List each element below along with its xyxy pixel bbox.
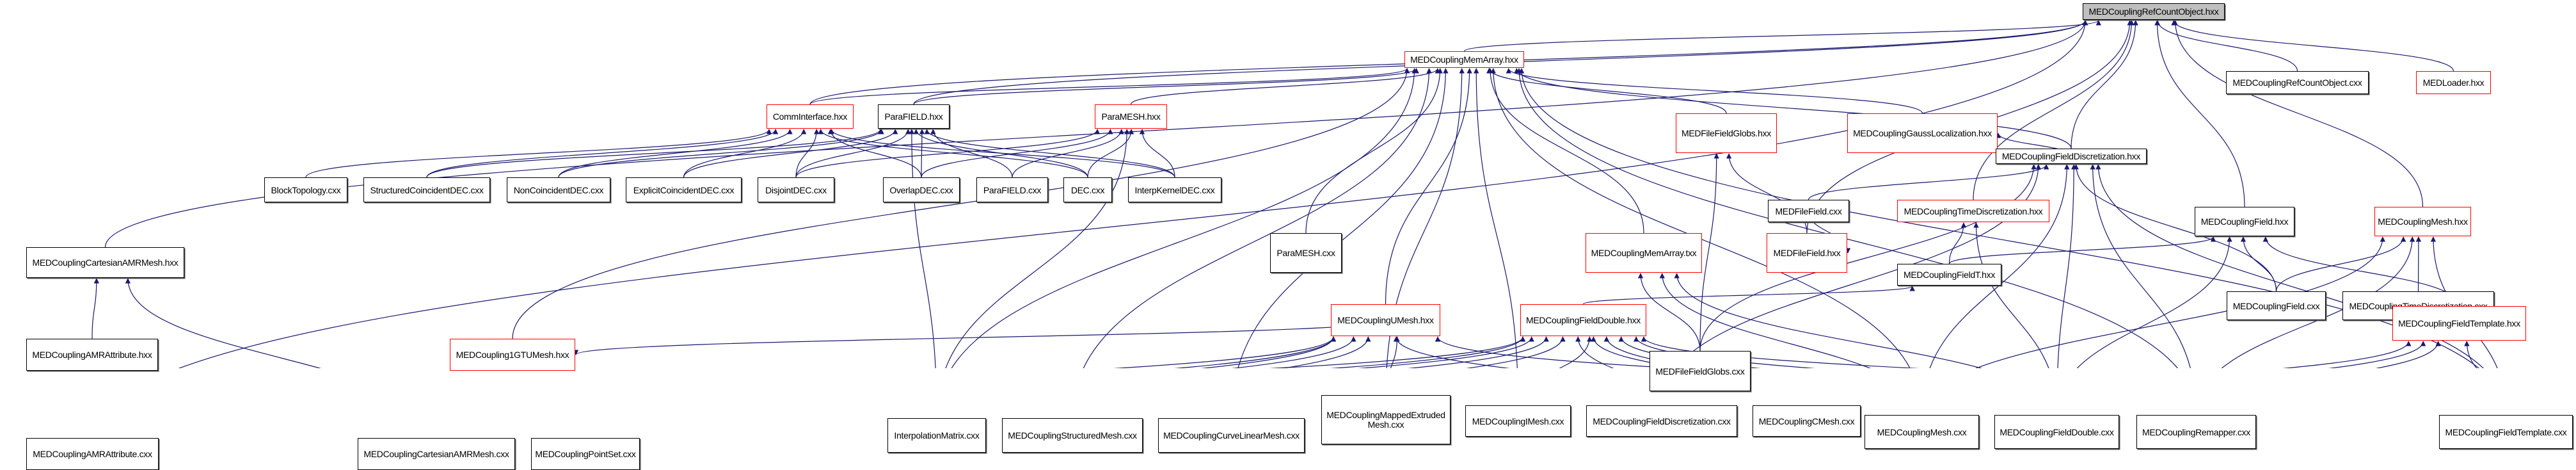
- graph-node-mappedext[interactable]: MEDCouplingMappedExtruded Mesh.cxx: [1321, 395, 1451, 444]
- edge-parameshcxx-to-memarray: [1306, 69, 1440, 233]
- graph-node-fieldh[interactable]: MEDCouplingField.hxx: [2195, 207, 2294, 236]
- graph-node-meshcxx[interactable]: MEDCouplingMesh.cxx: [1864, 415, 1979, 449]
- edge-medloader-to-root: [2174, 20, 2453, 71]
- edge-fielddoubleh-to-fieldth: [1584, 286, 1912, 304]
- graph-node-explicit[interactable]: ExplicitCoincidentDEC.cxx: [626, 177, 742, 202]
- edge-interpmatrix-to-parameshh: [937, 129, 1127, 368]
- graph-node-fieldcxx[interactable]: MEDCouplingField.cxx: [2227, 291, 2326, 320]
- edge-fieldtemplatecxx-to-fieldtemplateh: [2467, 341, 2506, 368]
- graph-node-dec[interactable]: DEC.cxx: [1063, 177, 1112, 202]
- edge-interpmatrix-to-umeshh: [937, 337, 1353, 368]
- edge-refcxx-to-root: [2158, 20, 2298, 71]
- edge-parafieldcxx-to-parameshh: [1012, 129, 1122, 177]
- edge-structmesh-to-umeshh: [1072, 337, 1368, 368]
- graph-node-pointset[interactable]: MEDCouplingPointSet.cxx: [531, 438, 640, 470]
- graph-node-comm[interactable]: CommInterface.hxx: [767, 104, 854, 129]
- edge-structdec-to-parafieldh: [427, 129, 880, 177]
- edge-amrattrcxx-to-umeshh: [93, 337, 1334, 368]
- edge-interpmatrix-to-parafieldh: [912, 129, 937, 368]
- edge-umeshh-to-gtumeshh: [576, 320, 1386, 355]
- graph-node-fieldth[interactable]: MEDCouplingFieldT.hxx: [1897, 264, 2001, 286]
- edge-fieldth-to-fieldh: [1950, 237, 2214, 264]
- edge-interpk-to-parameshh: [1142, 129, 1175, 177]
- edge-fielddoublecxx-to-fieldtemplateh: [2057, 341, 2424, 368]
- graph-node-interpmatrix[interactable]: InterpolationMatrix.cxx: [887, 418, 986, 453]
- graph-node-gauss[interactable]: MEDCouplingGaussLocalization.hxx: [1847, 113, 1998, 153]
- graph-node-fielddiscrh[interactable]: MEDCouplingFieldDiscretization.hxx: [1996, 149, 2147, 164]
- graph-node-timediscrh[interactable]: MEDCouplingTimeDiscretization.hxx: [1897, 200, 2049, 222]
- graph-node-overlap[interactable]: OverlapDEC.cxx: [883, 177, 960, 202]
- graph-node-filefieldh[interactable]: MEDFileField.hxx: [1767, 233, 1847, 273]
- graph-node-fielddoubleh[interactable]: MEDCouplingFieldDouble.hxx: [1520, 304, 1646, 336]
- edge-memarray-to-root: [1465, 20, 2099, 51]
- graph-node-meshh[interactable]: MEDCouplingMesh.hxx: [2374, 207, 2471, 236]
- graph-node-fieldtemplatecxx[interactable]: MEDCouplingFieldTemplate.cxx: [2439, 415, 2573, 449]
- edge-remapper-to-fieldtemplateh: [2197, 341, 2438, 368]
- edge-umeshh-to-memarray: [1386, 69, 1470, 304]
- edge-fieldh-to-root: [2157, 20, 2245, 207]
- graph-node-amrattrcxx[interactable]: MEDCouplingAMRAttribute.cxx: [26, 438, 159, 470]
- edge-cartamrcxx-to-fielddoubleh: [436, 337, 1523, 368]
- edge-fieldth-to-timediscrh: [1950, 223, 1964, 264]
- graph-node-fielddoublecxx[interactable]: MEDCouplingFieldDouble.cxx: [1994, 415, 2119, 449]
- edge-imesh-to-memarray: [1476, 69, 1518, 368]
- graph-node-amrattrh[interactable]: MEDCouplingAMRAttribute.hxx: [26, 339, 158, 371]
- edge-parafieldh-to-memarray: [914, 69, 1417, 104]
- graph-node-memarraytxx[interactable]: MEDCouplingMemArray.txx: [1586, 233, 1702, 273]
- edge-gauss-to-memarray: [1509, 69, 1923, 113]
- edge-fielddoublecxx-to-fielddiscrh: [2057, 165, 2074, 368]
- edge-explicit-to-comm: [684, 129, 804, 177]
- edge-filefieldglobscxx-to-memarraytxx: [1641, 273, 1700, 351]
- edge-timediscrh-to-root: [1973, 20, 2131, 200]
- graph-node-refcxx[interactable]: MEDCouplingRefCountObject.cxx: [2226, 71, 2369, 94]
- graph-node-gtumeshh[interactable]: MEDCoupling1GTUMesh.hxx: [450, 339, 575, 371]
- graph-node-medloader[interactable]: MEDLoader.hxx: [2416, 71, 2491, 94]
- graph-node-umeshh[interactable]: MEDCouplingUMesh.hxx: [1331, 304, 1440, 336]
- edge-cartamrcxx-to-cartamrh: [128, 279, 436, 368]
- graph-node-parameshcxx[interactable]: ParaMESH.cxx: [1270, 233, 1342, 273]
- edge-disjoint-to-parafieldh: [796, 129, 908, 177]
- graph-node-cmesh[interactable]: MEDCouplingCMesh.cxx: [1753, 405, 1861, 437]
- edge-filefieldcxx-to-fielddiscrh: [1809, 165, 2047, 200]
- graph-node-root: MEDCouplingRefCountObject.hxx: [2083, 3, 2225, 20]
- edge-parameshh-to-memarray: [1131, 69, 1438, 104]
- edge-memarraytxx-to-memarray: [1490, 69, 1644, 233]
- edge-filefieldglobscxx-to-fielddiscrh: [1700, 165, 2034, 351]
- edge-meshh-to-root: [2175, 20, 2423, 207]
- graph-node-disjoint[interactable]: DisjointDEC.cxx: [758, 177, 834, 202]
- edge-comm-to-memarray: [810, 69, 1407, 104]
- graph-node-remapper[interactable]: MEDCouplingRemapper.cxx: [2136, 415, 2256, 449]
- edge-filefieldglobscxx-to-filefieldglobsh: [1700, 154, 1717, 351]
- edge-blocktopo-to-comm: [306, 129, 769, 177]
- graph-node-fielddiscrcxx[interactable]: MEDCouplingFieldDiscretization.cxx: [1586, 405, 1737, 437]
- edge-amrattrh-to-cartamrh: [92, 279, 97, 339]
- graph-node-filefieldglobscxx[interactable]: MEDFileFieldGlobs.cxx: [1650, 351, 1751, 391]
- edge-noncoin-to-comm: [559, 129, 790, 177]
- edge-fieldcxx-to-fieldh: [2243, 237, 2277, 291]
- edge-fieldcxx-to-meshh: [2277, 237, 2404, 291]
- graph-node-filefieldglobsh[interactable]: MEDFileFieldGlobs.hxx: [1676, 113, 1777, 153]
- graph-node-noncoin[interactable]: NonCoincidentDEC.cxx: [507, 177, 610, 202]
- graph-node-fieldtemplateh[interactable]: MEDCouplingFieldTemplate.hxx: [2392, 306, 2526, 341]
- graph-node-parafieldh[interactable]: ParaFIELD.hxx: [878, 104, 950, 129]
- graph-node-structdec[interactable]: StructuredCoincidentDEC.cxx: [363, 177, 490, 202]
- edge-gtumeshh-to-memarray: [513, 69, 1407, 339]
- graph-node-parameshh[interactable]: ParaMESH.hxx: [1095, 104, 1167, 129]
- edge-meshcxx-to-fieldtemplateh: [1922, 341, 2409, 368]
- graph-node-memarray[interactable]: MEDCouplingMemArray.hxx: [1404, 51, 1524, 68]
- graph-node-parafieldcxx[interactable]: ParaFIELD.cxx: [976, 177, 1048, 202]
- graph-node-filefieldcxx[interactable]: MEDFileField.cxx: [1768, 200, 1849, 222]
- graph-node-interpk[interactable]: InterpKernelDEC.cxx: [1128, 177, 1221, 202]
- graph-node-curvelinear[interactable]: MEDCouplingCurveLinearMesh.cxx: [1158, 418, 1305, 453]
- edge-remapper-to-fielddiscrh: [2093, 165, 2197, 368]
- graph-node-imesh[interactable]: MEDCouplingIMesh.cxx: [1465, 405, 1571, 437]
- graph-node-blocktopo[interactable]: BlockTopology.cxx: [264, 177, 347, 202]
- edge-noncoin-to-parafieldh: [559, 129, 882, 177]
- graph-node-cartamrh[interactable]: MEDCouplingCartesianAMRMesh.hxx: [26, 247, 184, 278]
- graph-node-structmesh[interactable]: MEDCouplingStructuredMesh.cxx: [1002, 418, 1143, 453]
- graph-node-cartamrcxx[interactable]: MEDCouplingCartesianAMRMesh.cxx: [358, 438, 515, 470]
- edge-fielddoublecxx-to-fieldh: [2057, 237, 2230, 368]
